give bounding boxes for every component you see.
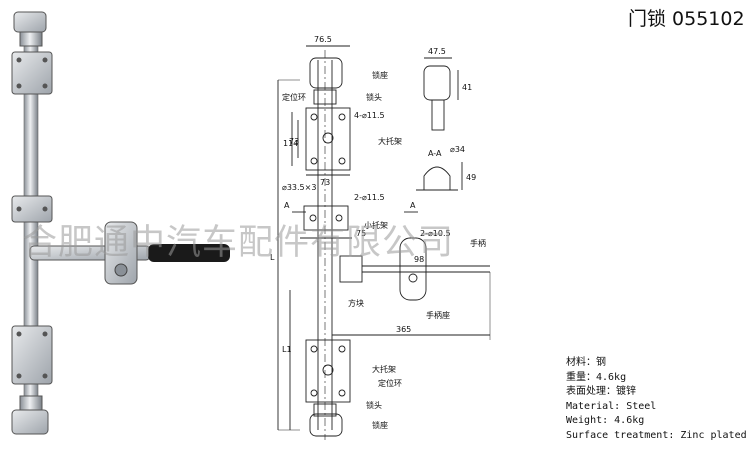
dim-47-5: 47.5: [428, 47, 446, 56]
spec-surface-en: Surface treatment: Zinc plated: [566, 429, 747, 441]
dim-hole-2a: 2-⌀11.5: [354, 193, 385, 202]
page-title: 门锁 055102: [628, 8, 745, 30]
door-lock-photo: 76.5 47.5 41 114 73 73 4-⌀11.5 2-⌀11.5 2…: [11, 11, 491, 440]
label-xiaotuojia: 小托架: [364, 220, 388, 230]
top-bracket: [11, 51, 53, 95]
dim-L: L: [270, 253, 275, 262]
label-suotou-bottom: 锁头: [366, 400, 382, 410]
spec-block: 材料：钢 重量：4.6kg 表面处理：镀锌 Material: Steel We…: [566, 356, 747, 444]
spec-weight-cn: 重量：4.6kg: [566, 371, 627, 383]
dim-73-vertical: 73: [289, 137, 299, 146]
dim-41: 41: [462, 83, 472, 92]
spec-surface-cn: 表面处理：镀锌: [566, 386, 636, 398]
dim-98: 98: [414, 255, 424, 264]
bottom-bracket: [11, 325, 53, 385]
dim-73-horizontal: 73: [320, 178, 330, 187]
dim-hole-2b: 2-⌀10.5: [420, 229, 451, 238]
label-dingweihuan-top: 定位环: [282, 92, 306, 102]
label-fangkuai: 方块: [348, 298, 364, 308]
section-mark-right: A: [410, 201, 416, 210]
bottom-lock-seat: [11, 395, 49, 435]
company-watermark: 合肥通中汽车配件有限公司: [22, 223, 455, 263]
label-suotou-top: 锁头: [366, 92, 382, 102]
label-suozuo-top: 锁座: [372, 70, 388, 80]
spec-material-en: Material: Steel: [566, 400, 657, 412]
lock-handle: [29, 221, 230, 285]
label-dingweihuan-bottom: 定位环: [378, 378, 402, 388]
label-shouwozuo: 手柄座: [426, 310, 450, 320]
dim-34: ⌀34: [450, 145, 465, 154]
spec-material-cn: 材料：钢: [566, 357, 606, 368]
drawing-labels: 76.5 47.5 41 114 73 73 4-⌀11.5 2-⌀11.5 2…: [270, 35, 486, 430]
dim-365: 365: [396, 325, 411, 334]
section-aa-label: A-A: [428, 149, 442, 158]
middle-bracket: [11, 195, 53, 223]
label-datuojia-bottom: 大托架: [372, 364, 396, 374]
technical-drawing: [277, 45, 491, 440]
label-suozuo-bottom: 锁座: [372, 420, 388, 430]
dim-75: 75: [356, 229, 366, 238]
label-datuojia-top: 大托架: [378, 136, 402, 146]
section-mark-left: A: [284, 201, 290, 210]
dim-49: 49: [466, 173, 476, 182]
label-shoubing: 手柄: [470, 238, 486, 248]
spec-weight-en: Weight: 4.6kg: [566, 415, 645, 427]
dim-33-5: ⌀33.5×3: [282, 183, 316, 192]
dim-L1: L1: [282, 345, 292, 354]
dim-114: 114: [283, 139, 298, 148]
top-lock-seat: [13, 11, 47, 47]
dim-76-5: 76.5: [314, 35, 332, 44]
dim-hole-4: 4-⌀11.5: [354, 111, 385, 120]
